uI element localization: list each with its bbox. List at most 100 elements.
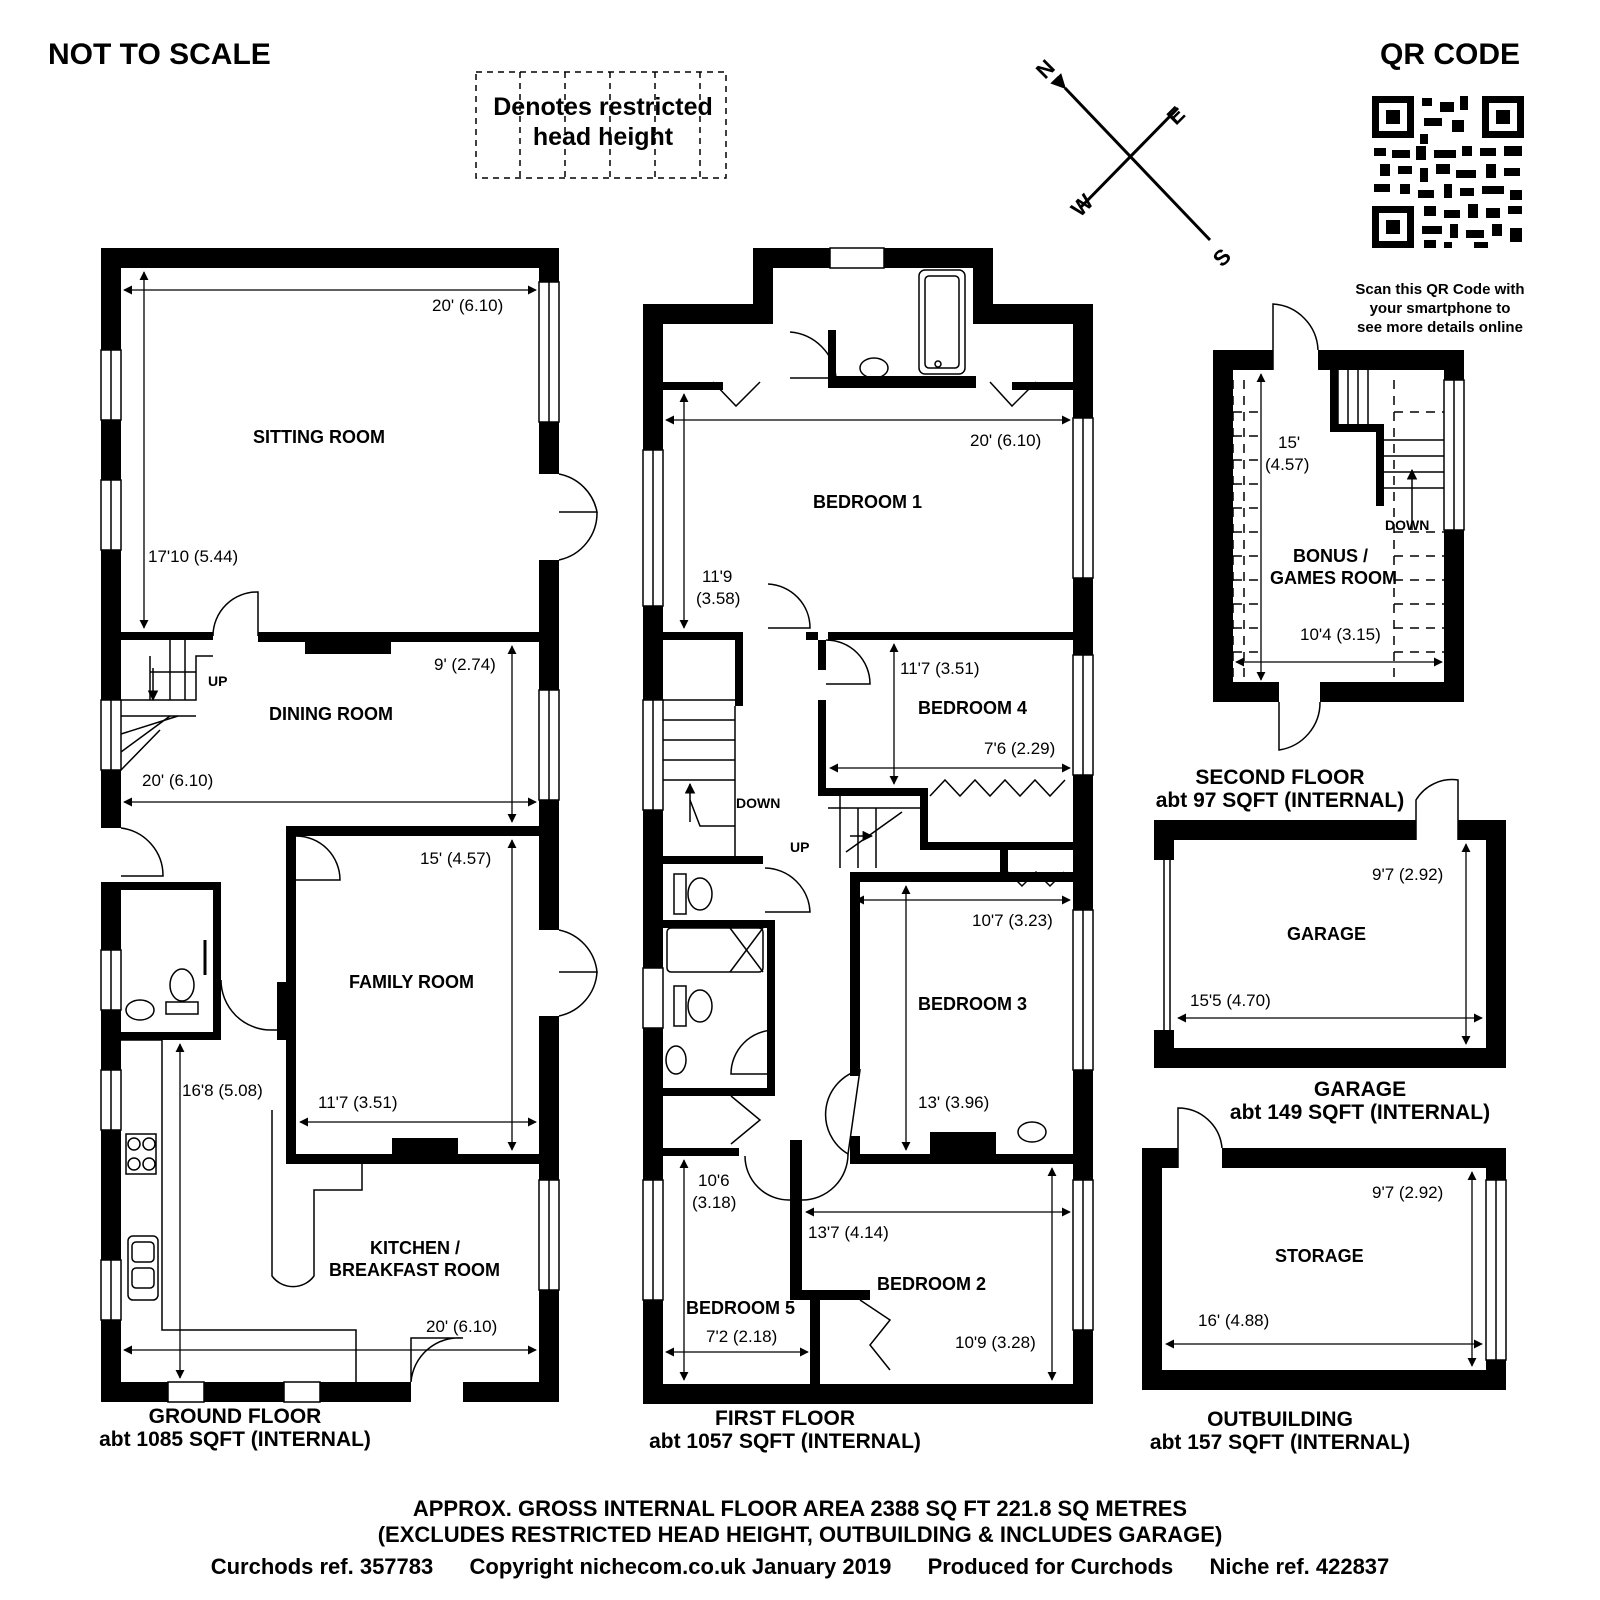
garage-details [1163, 778, 1459, 1030]
bonus-room-label-line-2: GAMES ROOM [1270, 568, 1397, 588]
first-down-label: DOWN [736, 795, 780, 811]
second-floor-caption: SECOND FLOOR abt 97 SQFT (INTERNAL) [1120, 766, 1440, 812]
ground-floor-labels: SITTING ROOM DINING ROOM FAMILY ROOM KIT… [142, 296, 503, 1336]
first-floor-dimensions [665, 393, 1071, 1381]
niche-ref: Niche ref. 422837 [1209, 1554, 1390, 1579]
second-floor-area: abt 97 SQFT (INTERNAL) [1155, 789, 1405, 812]
garage-room-label: GARAGE [1287, 924, 1366, 944]
garage-caption: GARAGE abt 149 SQFT (INTERNAL) [1200, 1078, 1520, 1124]
bonus-height-dim-2: (4.57) [1265, 455, 1309, 474]
first-floor-caption: FIRST FLOOR abt 1057 SQFT (INTERNAL) [630, 1407, 940, 1453]
ground-floor-plan [101, 248, 559, 1402]
bedroom-5-height-dim-1: 10'6 [698, 1171, 730, 1190]
qr-note-line-2: your smartphone to [1369, 300, 1511, 317]
bedroom-1-label: BEDROOM 1 [813, 492, 922, 512]
bedroom-2-height-dim: 10'9 (3.28) [955, 1333, 1036, 1352]
sitting-height-dim: 17'10 (5.44) [148, 547, 238, 566]
bedroom-3-height-dim: 13' (3.96) [918, 1093, 989, 1112]
bedroom-3-label: BEDROOM 3 [918, 994, 1027, 1014]
family-room-label: FAMILY ROOM [349, 972, 474, 992]
second-floor-labels: BONUS / GAMES ROOM DOWN 15' (4.57) 10'4 … [1265, 433, 1429, 644]
outbuilding-area: abt 157 SQFT (INTERNAL) [1149, 1431, 1411, 1454]
second-down-label: DOWN [1385, 517, 1429, 533]
gross-area-line: APPROX. GROSS INTERNAL FLOOR AREA 2388 S… [412, 1496, 1188, 1521]
outbuilding-title: OUTBUILDING [1207, 1408, 1353, 1431]
restricted-height-legend: Denotes restricted head height [478, 92, 728, 152]
outbuilding-dimensions [1165, 1171, 1483, 1367]
second-floor-dimensions [1235, 373, 1443, 681]
kitchen-width-dim: 20' (6.10) [426, 1317, 497, 1336]
kitchen-height-dim: 16'8 (5.08) [182, 1081, 263, 1100]
compass-icon: N E S W [1031, 55, 1236, 272]
first-up-label: UP [790, 839, 809, 855]
first-floor-title: FIRST FLOOR [715, 1407, 855, 1430]
bedroom-1-height-dim-2: (3.58) [696, 589, 740, 608]
bedroom-4-label: BEDROOM 4 [918, 698, 1027, 718]
curchods-ref: Curchods ref. 357783 [210, 1554, 434, 1579]
outbuilding-caption: OUTBUILDING abt 157 SQFT (INTERNAL) [1120, 1408, 1440, 1454]
qr-note: Scan this QR Code with your smartphone t… [1340, 280, 1540, 337]
garage-area: abt 149 SQFT (INTERNAL) [1229, 1101, 1491, 1124]
storage-room-label: STORAGE [1275, 1246, 1364, 1266]
outbuilding-labels: STORAGE 9'7 (2.92) 16' (4.88) [1198, 1183, 1443, 1330]
outbuilding-plan [1142, 1148, 1506, 1390]
bedroom-4-height-dim: 11'7 (3.51) [900, 659, 979, 678]
storage-height-dim: 9'7 (2.92) [1372, 1183, 1443, 1202]
qr-title: QR CODE [1380, 38, 1521, 71]
garage-labels: GARAGE 9'7 (2.92) 15'5 (4.70) [1190, 865, 1443, 1010]
qr-note-line-1: Scan this QR Code with [1355, 281, 1525, 298]
restricted-height-legend-box [475, 71, 727, 179]
bedroom-5-width-dim: 7'2 (2.18) [706, 1327, 777, 1346]
family-width-dim: 11'7 (3.51) [318, 1093, 397, 1112]
legend-line-1: Denotes restricted [493, 93, 713, 121]
legend-line-2: head height [532, 123, 674, 151]
dining-height-dim: 9' (2.74) [434, 655, 496, 674]
garage-title: GARAGE [1313, 1078, 1407, 1101]
bedroom-5-label: BEDROOM 5 [686, 1298, 795, 1318]
storage-width-dim: 16' (4.88) [1198, 1311, 1269, 1330]
sitting-width-dim: 20' (6.10) [432, 296, 503, 315]
compass-south: S [1208, 243, 1236, 271]
bedroom-1-width-dim: 20' (6.10) [970, 431, 1041, 450]
second-floor-title: SECOND FLOOR [1195, 766, 1365, 789]
ground-floor-caption: GROUND FLOOR abt 1085 SQFT (INTERNAL) [80, 1405, 390, 1451]
footer-credits: Curchods ref. 357783 Copyright nichecom.… [0, 1554, 1600, 1580]
bedroom-2-label: BEDROOM 2 [877, 1274, 986, 1294]
qr-note-line-3: see more details online [1357, 319, 1523, 336]
garage-height-dim: 9'7 (2.92) [1372, 865, 1443, 884]
first-floor-labels: BEDROOM 1 BEDROOM 4 BEDROOM 3 BEDROOM 2 … [686, 431, 1055, 1352]
scale-note: NOT TO SCALE [48, 38, 271, 71]
bonus-height-dim-1: 15' [1278, 433, 1300, 452]
dining-width-dim: 20' (6.10) [142, 771, 213, 790]
bonus-room-label-line-1: BONUS / [1293, 546, 1368, 566]
bonus-width-dim: 10'4 (3.15) [1300, 625, 1381, 644]
bedroom-3-width-dim: 10'7 (3.23) [972, 911, 1053, 930]
first-floor-area: abt 1057 SQFT (INTERNAL) [649, 1430, 921, 1453]
family-height-dim: 15' (4.57) [420, 849, 491, 868]
first-floor-details [642, 247, 1094, 1371]
bedroom-2-width-dim: 13'7 (4.14) [808, 1223, 889, 1242]
copyright: Copyright nichecom.co.uk January 2019 [469, 1554, 892, 1579]
produced-for: Produced for Curchods [927, 1554, 1174, 1579]
garage-plan [1154, 820, 1506, 1068]
garage-dimensions [1177, 843, 1483, 1045]
compass-east: E [1162, 101, 1190, 129]
area-note-line: (EXCLUDES RESTRICTED HEAD HEIGHT, OUTBUI… [377, 1522, 1223, 1547]
ground-up-label: UP [208, 673, 227, 689]
outbuilding-details [1177, 1107, 1507, 1361]
compass-north: N [1031, 55, 1060, 84]
ground-floor-area: abt 1085 SQFT (INTERNAL) [99, 1428, 371, 1451]
ground-floor-title: GROUND FLOOR [148, 1405, 322, 1428]
kitchen-label-line-2: BREAKFAST ROOM [329, 1260, 500, 1280]
sitting-room-label: SITTING ROOM [253, 427, 385, 447]
ground-floor-details [100, 281, 598, 1403]
bedroom-4-width-dim: 7'6 (2.29) [984, 739, 1055, 758]
ground-floor-dimensions [123, 271, 537, 1379]
dining-room-label: DINING ROOM [269, 704, 393, 724]
qr-code-icon [1372, 96, 1524, 248]
bedroom-1-height-dim-1: 11'9 [702, 567, 732, 586]
kitchen-label-line-1: KITCHEN / [370, 1238, 460, 1258]
garage-width-dim: 15'5 (4.70) [1190, 991, 1271, 1010]
bedroom-5-height-dim-2: (3.18) [692, 1193, 736, 1212]
